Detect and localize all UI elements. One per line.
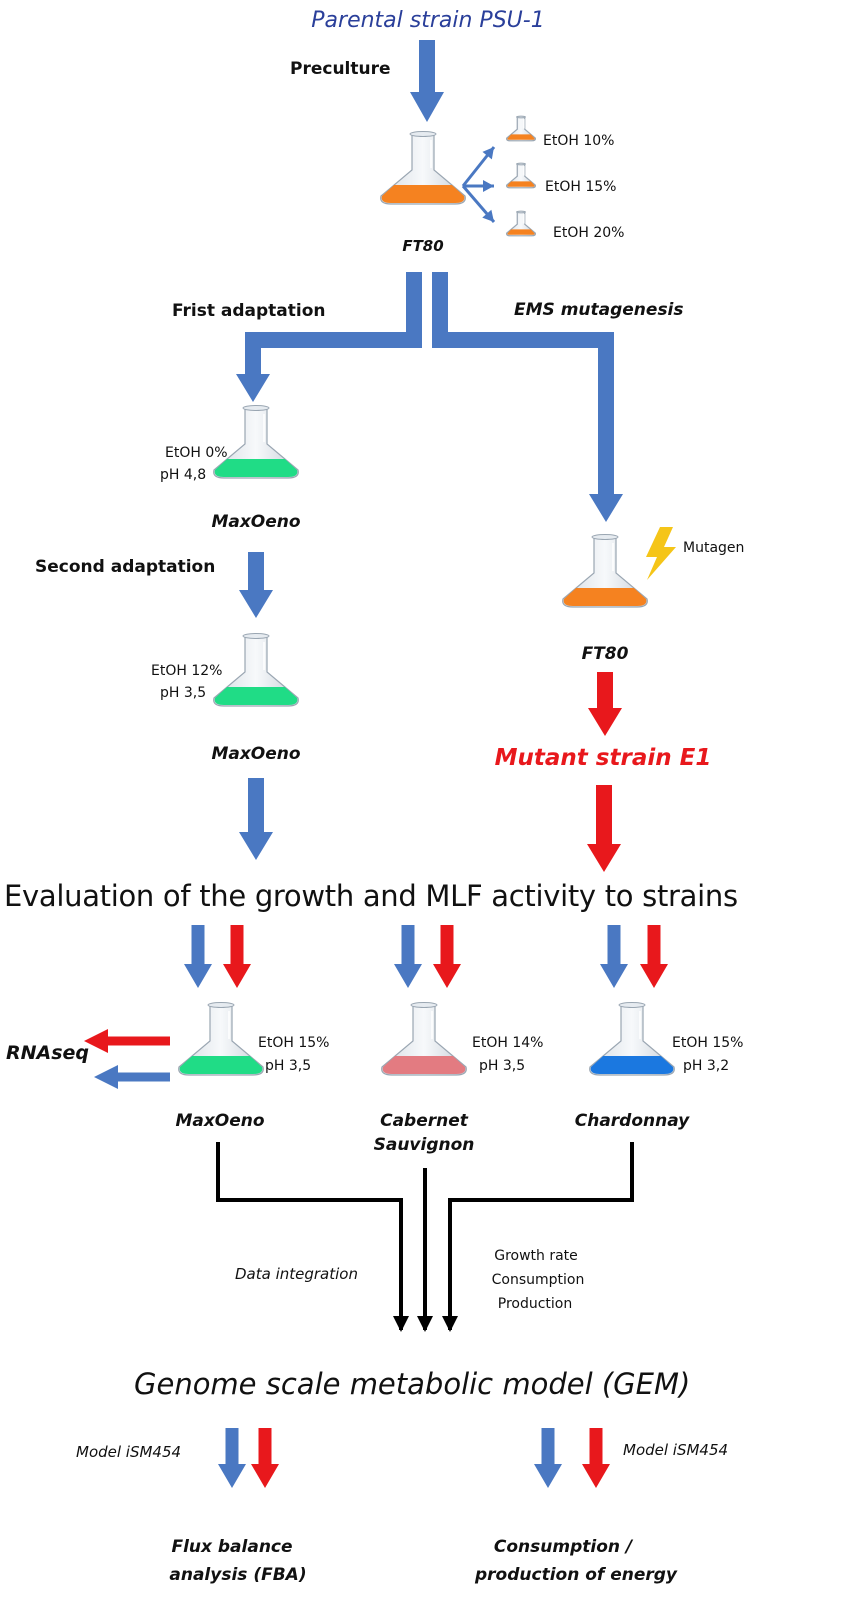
first-adaptation-branch [245, 272, 422, 372]
eval-red-arrow-2 [433, 925, 461, 988]
second-adaptation-label: Second adaptation [35, 557, 216, 577]
chardonnay-ph: pH 3,2 [683, 1058, 730, 1074]
chardonnay-label: Chardonnay [574, 1111, 690, 1131]
cabernet-etoh: EtOH 14% [472, 1035, 544, 1051]
preculture-label: Preculture [290, 59, 391, 79]
mutagen-bolt-icon [646, 527, 676, 580]
ft80-mutant-flask [562, 534, 648, 608]
arrow-to-etoh-20 [461, 185, 496, 223]
mutagen-label: Mutagen [683, 540, 745, 556]
ft80-mutant-label: FT80 [581, 644, 629, 664]
rnaseq-label: RNAseq [6, 1042, 90, 1064]
lightning-bolt-shape [646, 527, 676, 580]
fba-line-1: Flux balance [171, 1537, 293, 1557]
maxoeno-ph: pH 3,5 [265, 1058, 312, 1074]
rnaseq-red-arrow [84, 1029, 170, 1053]
cabernet-label: Cabernet [380, 1111, 468, 1131]
eval-red-arrow-3 [640, 925, 668, 988]
fba-blue-arrow [218, 1428, 246, 1488]
maxoeno-label-2: MaxOeno [211, 744, 301, 764]
etoh-15-label: EtOH 15% [545, 179, 617, 195]
energy-blue-arrow [534, 1428, 562, 1488]
model-left-label: Model iSM454 [76, 1443, 182, 1461]
cabernet-flask [381, 1002, 467, 1076]
evaluation-heading: Evaluation of the growth and MLF activit… [4, 879, 738, 913]
parental-strain-title: Parental strain PSU-1 [311, 8, 545, 33]
metric-consumption: Consumption [491, 1272, 585, 1288]
arrows-layer [84, 40, 668, 1488]
first-adaptation-arrow [236, 366, 270, 402]
mutant-to-evaluation-arrow [587, 785, 621, 872]
eval-blue-arrow-2 [394, 925, 422, 988]
eval-blue-arrow-3 [600, 925, 628, 988]
chardonnay-etoh: EtOH 15% [672, 1035, 744, 1051]
cabernet-ph: pH 3,5 [479, 1058, 526, 1074]
eval-red-arrow-1 [223, 925, 251, 988]
metric-growth-rate: Growth rate [494, 1248, 578, 1264]
gem-heading: Genome scale metabolic model (GEM) [134, 1367, 691, 1401]
sauvignon-label: Sauvignon [373, 1135, 475, 1155]
etoh-20-label: EtOH 20% [553, 225, 625, 241]
maxoeno-flask-eval [178, 1002, 264, 1076]
etoh-15-flask [506, 162, 536, 189]
model-right-label: Model iSM454 [623, 1441, 729, 1459]
energy-red-arrow [582, 1428, 610, 1488]
metric-production: Production [497, 1296, 573, 1312]
preculture-arrow [410, 40, 444, 122]
flask2-ph: pH 3,5 [160, 685, 207, 701]
integration-line-center [417, 1168, 433, 1332]
etoh-20-flask [506, 210, 536, 237]
integration-line-left [216, 1142, 409, 1332]
flask2-etoh: EtOH 12% [151, 663, 223, 679]
mutant-strain-label: Mutant strain E1 [494, 745, 712, 771]
flasks-layer [178, 115, 675, 1076]
ems-arrow [589, 484, 623, 522]
first-adaptation-label: Frist adaptation [172, 301, 326, 321]
maxoeno-label-1: MaxOeno [211, 512, 301, 532]
arrow-to-etoh-10 [461, 146, 496, 187]
ft80-flask [380, 131, 466, 205]
data-integration-label: Data integration [235, 1265, 358, 1283]
left-to-evaluation-arrow [239, 778, 273, 860]
integration-line-right [442, 1142, 634, 1332]
energy-line-2: production of energy [474, 1565, 678, 1585]
eval-blue-arrow-1 [184, 925, 212, 988]
etoh-10-flask [506, 115, 536, 142]
etoh-10-label: EtOH 10% [543, 133, 615, 149]
maxoeno-etoh: EtOH 15% [258, 1035, 330, 1051]
maxoeno-flask-2 [213, 633, 299, 707]
to-mutant-arrow [588, 672, 622, 736]
arrow-to-etoh-15 [463, 180, 494, 192]
ft80-top-label: FT80 [402, 237, 444, 255]
flask1-ph: pH 4,8 [160, 467, 207, 483]
flask1-etoh: EtOH 0% [165, 445, 228, 461]
maxoeno-label-3: MaxOeno [175, 1111, 265, 1131]
second-adaptation-arrow [239, 552, 273, 618]
chardonnay-flask [589, 1002, 675, 1076]
fba-line-2: analysis (FBA) [169, 1565, 307, 1585]
ems-branch [432, 272, 614, 490]
maxoeno-flask-1 [213, 405, 299, 479]
rnaseq-blue-arrow [94, 1065, 170, 1089]
fba-red-arrow [251, 1428, 279, 1488]
energy-line-1: Consumption / [493, 1537, 633, 1557]
ems-mutagenesis-label: EMS mutagenesis [514, 300, 684, 320]
